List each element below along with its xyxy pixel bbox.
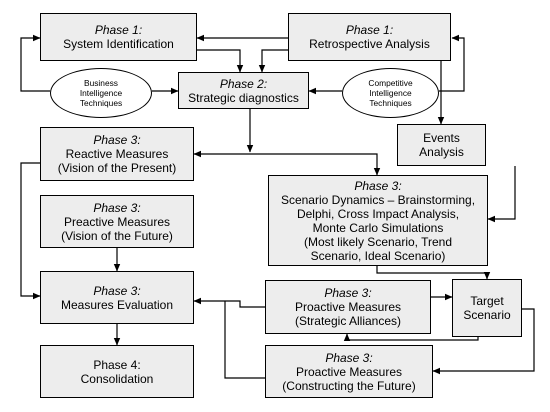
ellipse-business-intelligence: Business Intelligence Techniques [50,68,152,118]
node-text: Strategic diagnostics [188,90,299,105]
ellipse-text: Competitive [368,78,413,88]
arrow-reactive-to-evaluation [20,162,41,300]
node-text: Phase 4: [93,357,141,372]
node-reactive-measures: Phase 3: Reactive Measures (Vision of th… [40,127,194,181]
ellipse-text: Business [84,78,118,88]
node-text: Proactive Measures [294,300,402,314]
node-phase-label: Phase 3: [324,286,372,300]
node-system-identification: Phase 1: System Identification [40,13,197,61]
node-text: (Constructing the Future) [282,378,416,393]
arrow-proactive2-to-evaluation [224,301,265,379]
node-text: Preactive Measures [63,214,171,229]
arrow-target-to-proactive1 [343,333,479,341]
node-text: (Most likely Scenario, Trend [303,234,453,249]
ellipse-competitive-intelligence: Competitive Intelligence Techniques [342,68,439,118]
node-text: Proactive Measures [295,364,403,379]
arrow-retro-to-strategic [258,49,288,73]
node-text: Monte Carlo Simulations [312,220,444,235]
arrow-scenario-to-target [376,266,491,280]
node-measures-evaluation: Phase 3: Measures Evaluation [40,271,194,324]
node-proactive-constructing-future: Phase 3: Proactive Measures (Constructin… [265,345,433,398]
node-consolidation: Phase 4: Consolidation [40,345,194,398]
node-phase-label: Phase 1: [345,23,394,37]
node-text: Delphi, Cross Impact Analysis, [296,206,460,221]
node-text: Scenario [463,308,511,322]
node-text: Measures Evaluation [60,297,174,312]
ellipse-text: Techniques [369,98,412,108]
node-phase-label: Phase 1: [94,23,143,37]
node-proactive-strategic-alliances: Phase 3: Proactive Measures (Strategic A… [265,280,431,334]
arrow-target-to-proactive2 [432,308,535,375]
arrow-events-to-scenario [487,166,516,223]
node-text: Scenario, Ideal Scenario) [310,248,446,263]
node-text: (Vision of the Future) [61,228,173,243]
node-text: (Strategic Alliances) [294,314,402,328]
node-phase-label: Phase 2: [219,76,268,91]
node-retrospective-analysis: Phase 1: Retrospective Analysis [288,13,451,61]
arrow-sysid-to-strategic [197,49,244,73]
arrow-competitive-to-retro [439,34,465,92]
arrow-business-to-sysid [20,34,50,92]
node-text: Reactive Measures [65,147,169,161]
node-preactive-measures: Phase 3: Preactive Measures (Vision of t… [40,195,194,248]
node-phase-label: Phase 3: [354,178,402,193]
node-events-analysis: Events Analysis [397,124,486,166]
node-strategic-diagnostics: Phase 2: Strategic diagnostics [178,72,309,109]
node-phase-label: Phase 3: [93,200,141,215]
node-scenario-dynamics: Phase 3: Scenario Dynamics – Brainstormi… [268,175,488,266]
arrow-hub-to-scenario [250,153,381,176]
ellipse-text: Techniques [79,98,123,108]
arrow-proactive1-to-evaluation [193,297,265,308]
node-phase-label: Phase 3: [93,133,141,147]
node-text: (Vision of the Present) [57,161,177,175]
node-text: Retrospective Analysis [309,37,430,51]
node-target-scenario: Target Scenario [452,279,522,337]
node-text: Target [470,294,504,308]
node-text: System Identification [63,37,174,51]
node-phase-label: Phase 3: [93,283,141,298]
node-text: Consolidation [80,371,154,386]
node-text: Scenario Dynamics – Brainstorming, [280,192,476,207]
ellipse-text: Intelligence [79,88,123,98]
node-text: Events [423,131,460,145]
node-phase-label: Phase 3: [325,350,373,365]
ellipse-text: Intelligence [369,88,412,98]
node-text: Analysis [419,145,464,159]
